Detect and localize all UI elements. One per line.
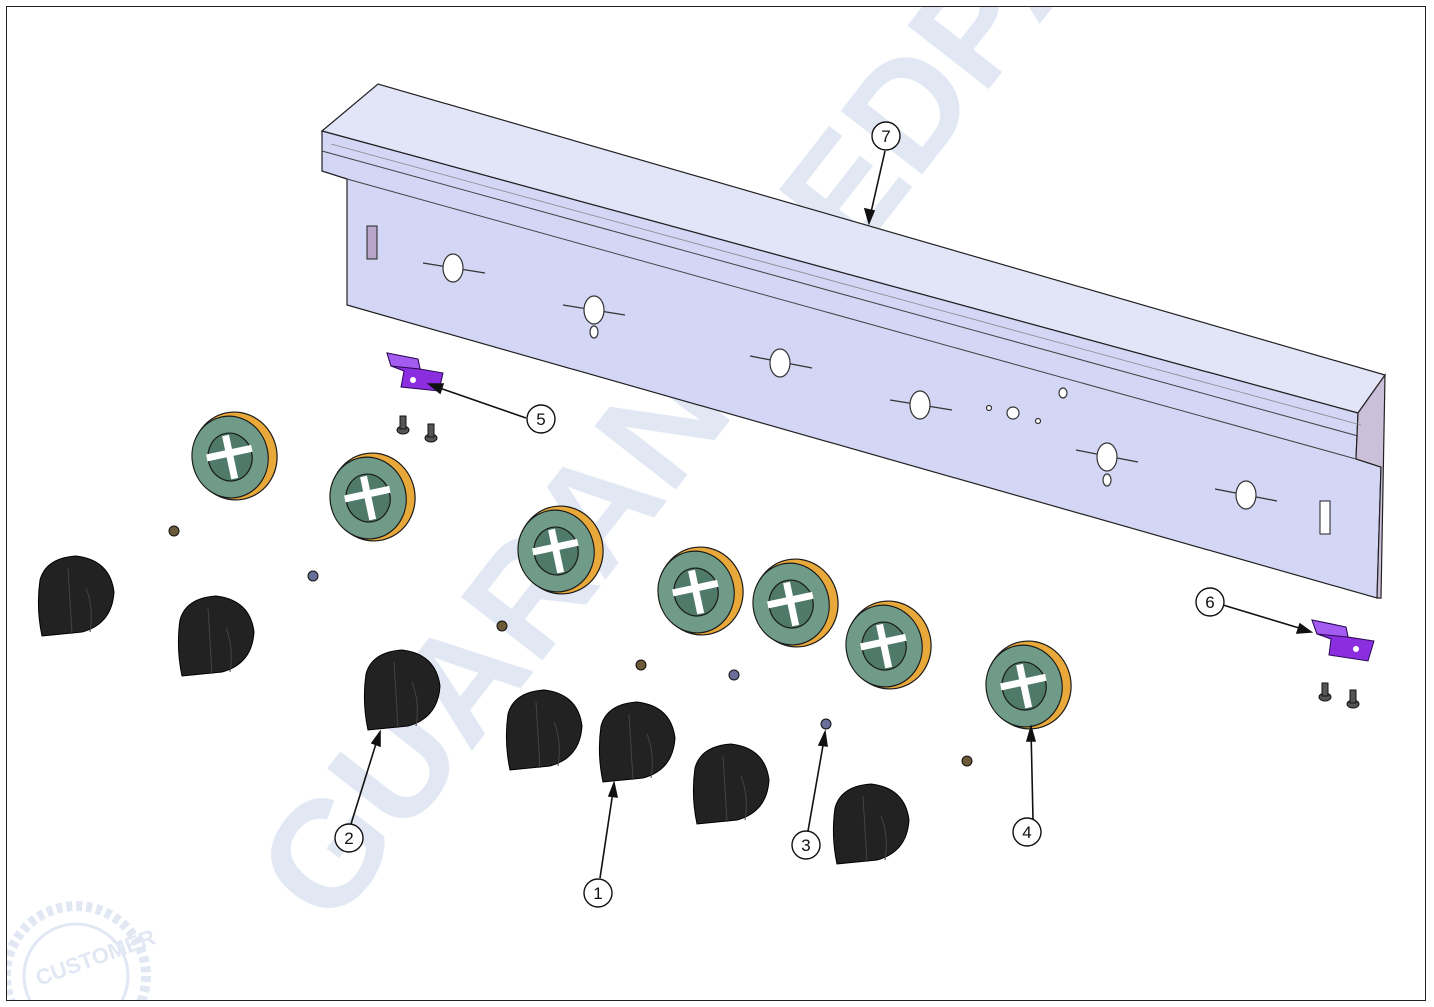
bezel xyxy=(752,558,839,648)
valve-hole xyxy=(889,390,953,420)
seal-text: CUSTOMER xyxy=(32,924,159,990)
screw xyxy=(820,718,832,730)
bezel xyxy=(657,546,744,636)
valve-hole xyxy=(562,295,626,339)
callout-2: 2 xyxy=(334,823,364,853)
bezels xyxy=(191,411,1072,730)
bezel xyxy=(985,640,1072,730)
knob xyxy=(832,783,910,865)
screw xyxy=(496,620,508,632)
screw xyxy=(168,525,180,537)
knob xyxy=(363,649,441,731)
screw xyxy=(424,423,438,443)
screw xyxy=(961,755,973,767)
callout-label: 4 xyxy=(1022,823,1031,842)
valve-hole xyxy=(1214,480,1278,510)
knob xyxy=(37,555,115,637)
valve-holes xyxy=(422,253,1278,510)
callout-label: 1 xyxy=(593,884,602,903)
callout-3: 3 xyxy=(791,830,821,860)
screw xyxy=(728,669,740,681)
control-panel xyxy=(320,83,1386,599)
screw xyxy=(396,415,410,435)
diagram-frame: GUARANTEEDPARTS.COM CUSTOMER xyxy=(6,6,1426,1001)
bracket-screws xyxy=(396,415,1360,709)
left-bracket xyxy=(386,352,444,392)
callout-5: 5 xyxy=(526,404,556,434)
callout-6: 6 xyxy=(1195,587,1225,617)
watermark-seal: CUSTOMER xyxy=(7,901,159,1000)
callout-label: 2 xyxy=(344,829,353,848)
bezel xyxy=(517,505,604,595)
bezel xyxy=(191,411,278,501)
bezel xyxy=(845,600,932,690)
knob xyxy=(692,743,770,825)
callout-1: 1 xyxy=(583,878,613,908)
screw xyxy=(635,659,647,671)
knobs xyxy=(37,555,910,865)
knob xyxy=(177,595,255,677)
callout-4: 4 xyxy=(1012,817,1042,847)
valve-hole xyxy=(749,348,813,378)
valve-hole xyxy=(422,253,486,283)
callout-label: 5 xyxy=(536,410,545,429)
callout-label: 7 xyxy=(881,127,890,146)
screw xyxy=(1346,689,1360,709)
knob xyxy=(598,701,676,783)
knob xyxy=(505,689,583,771)
callout-label: 6 xyxy=(1205,593,1214,612)
screw xyxy=(1318,682,1332,702)
callout-7: 7 xyxy=(871,121,901,151)
bezel-screws xyxy=(168,525,973,767)
bezel xyxy=(329,452,416,542)
valve-hole xyxy=(1075,442,1139,487)
screw xyxy=(307,570,319,582)
exploded-parts-diagram: GUARANTEEDPARTS.COM CUSTOMER xyxy=(7,7,1425,1000)
leader-lines xyxy=(350,150,1314,879)
callout-label: 3 xyxy=(801,836,810,855)
right-bracket xyxy=(1311,619,1375,662)
callouts: 7 5 6 4 3 2 1 xyxy=(334,121,1225,908)
